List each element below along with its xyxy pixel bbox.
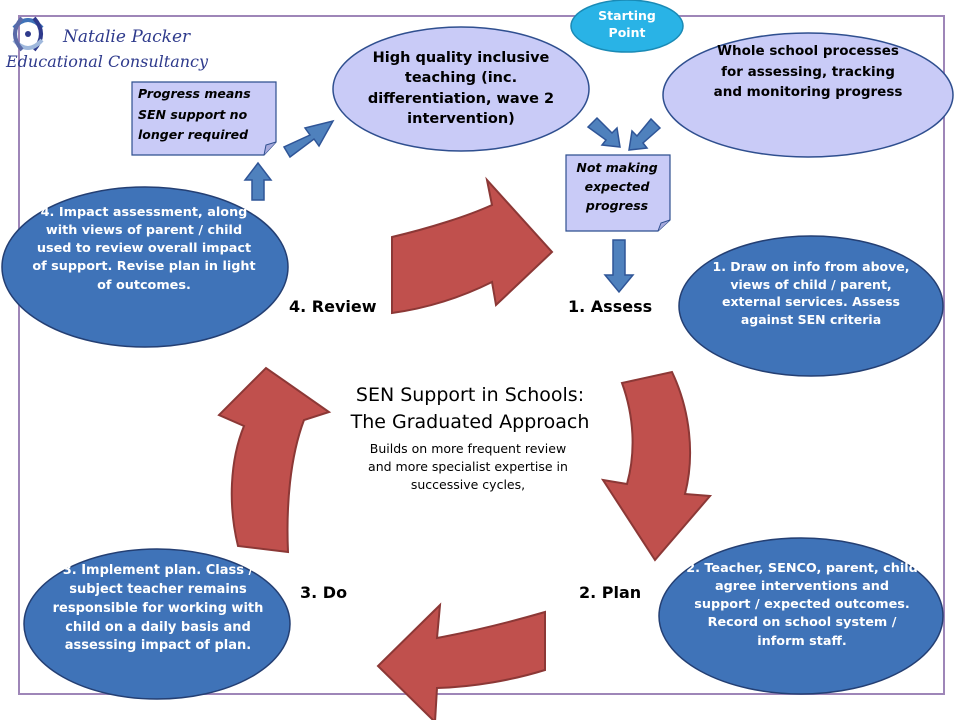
- arrow-from-whole-school: [628, 117, 662, 151]
- arrow-up-to-progress: [243, 161, 273, 201]
- arrow-to-high-quality: [282, 119, 335, 159]
- stage-assess: 1. Assess: [568, 297, 653, 316]
- frame: [18, 15, 945, 695]
- draw-on-text: 1. Draw on info from above, views of chi…: [712, 259, 910, 327]
- cycle-arrow-do-to-review: [217, 366, 332, 554]
- cycle-arrow-review-to-assess: [391, 176, 554, 315]
- starting-point-label: Starting Point: [598, 8, 656, 40]
- logo-line-1: Natalie Packer: [63, 27, 191, 47]
- not-making-text: Not making expected progress: [576, 160, 658, 213]
- center-title-1: SEN Support in Schools:: [355, 384, 585, 406]
- whole-school-ellipse: [662, 32, 954, 158]
- logo-line-2: Educational Consultancy: [6, 52, 209, 71]
- starting-point-ellipse: [570, 0, 684, 53]
- not-making-note: [565, 154, 671, 232]
- center-title-2: The Graduated Approach: [350, 411, 590, 433]
- teacher-text: 2. Teacher, SENCO, parent, child agree i…: [686, 561, 918, 649]
- stage-review: 4. Review: [289, 297, 377, 316]
- draw-on-ellipse: [678, 235, 944, 377]
- stage-plan: 2. Plan: [579, 583, 642, 602]
- implement-ellipse: [23, 548, 291, 700]
- arrow-from-high-quality: [586, 116, 621, 148]
- teacher-ellipse: [658, 537, 944, 695]
- cycle-arrow-assess-to-plan: [600, 370, 713, 562]
- high-quality-text: High quality inclusive teaching (inc. di…: [367, 50, 555, 127]
- cycle-arrow-plan-to-do: [376, 602, 546, 720]
- logo-icon: [12, 16, 44, 52]
- progress-means-note: [131, 81, 277, 156]
- high-quality-ellipse: [332, 26, 590, 152]
- impact-text: 4. Impact assessment, along with views o…: [32, 205, 256, 293]
- center-subtitle: Builds on more frequent review and more …: [368, 441, 568, 493]
- progress-means-text: Progress means SEN support no longer req…: [138, 86, 251, 143]
- arrow-down-to-assess: [603, 239, 635, 294]
- implement-text: 3. Implement plan. Class / subject teach…: [52, 563, 264, 654]
- whole-school-text: Whole school processes for assessing, tr…: [713, 43, 903, 101]
- stage-do: 3. Do: [300, 583, 348, 602]
- impact-ellipse: [1, 186, 289, 348]
